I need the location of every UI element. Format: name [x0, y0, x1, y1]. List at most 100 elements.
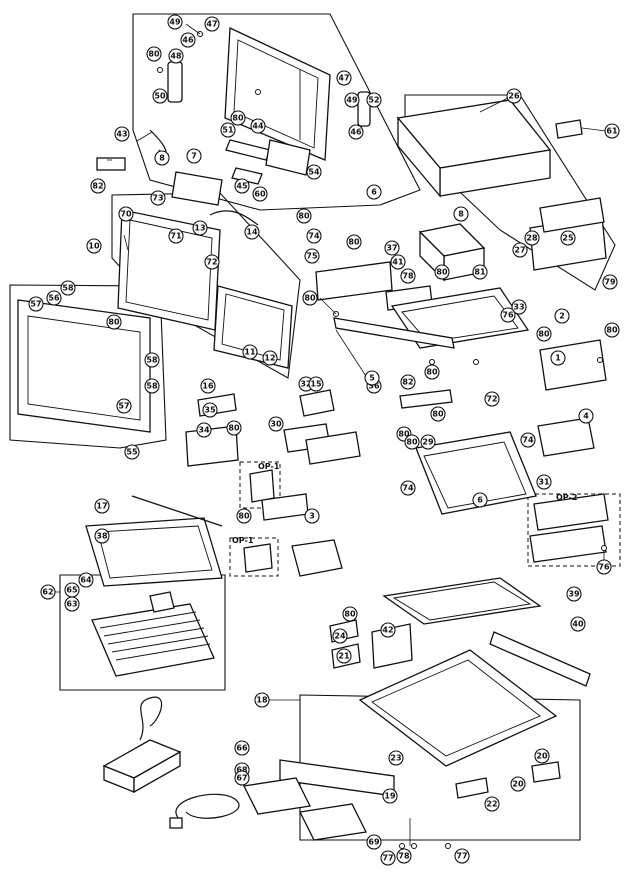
callout-circle [204, 16, 220, 32]
label-82 [96, 157, 126, 171]
part-20b [531, 761, 561, 783]
callout-71: 71 [168, 228, 184, 244]
callout-circle [400, 374, 416, 390]
callout-number: 80 [148, 50, 160, 59]
parts [17, 27, 609, 841]
op2-box [527, 493, 621, 567]
callout-58: 58 [144, 378, 160, 394]
callout-number: 80 [238, 512, 250, 521]
lcd-rear-cover [224, 27, 331, 161]
callout-number: 77 [382, 854, 393, 863]
callout-78: 78 [396, 848, 412, 864]
callout-circle [168, 228, 184, 244]
callout-number: 72 [206, 258, 217, 267]
callout-number: 41 [392, 258, 404, 267]
callout-number: 68 [236, 766, 248, 775]
callout-number: 66 [236, 744, 248, 753]
callout-circle [167, 14, 183, 30]
callout-number: 76 [598, 563, 610, 572]
callout-48: 48 [168, 48, 184, 64]
callout-40: 40 [570, 616, 586, 632]
callout-22: 22 [484, 796, 500, 812]
callout-number: 57 [118, 402, 129, 411]
callout-circle [154, 150, 170, 166]
callout-69: 69 [366, 834, 382, 850]
callout-76: 76 [500, 307, 516, 323]
callout-80: 80 [430, 406, 446, 422]
callout-circle [204, 254, 220, 270]
callout-2: 2 [554, 308, 570, 324]
callout-number: 8 [159, 154, 165, 163]
callout-74: 74 [520, 432, 536, 448]
callout-circle [420, 434, 436, 450]
callout-43: 43 [114, 126, 130, 142]
callout-number: 74 [402, 484, 414, 493]
callout-number: 31 [538, 478, 550, 487]
callout-number: 29 [422, 438, 434, 447]
callout-circle [332, 628, 348, 644]
callout-number: 80 [348, 238, 360, 247]
callout-42: 42 [380, 622, 396, 638]
callout-47: 47 [336, 70, 352, 86]
callout-27: 27 [512, 242, 528, 258]
callout-29: 29 [420, 434, 436, 450]
callout-circle [346, 234, 362, 250]
callout-80: 80 [342, 606, 358, 622]
callout-49: 49 [167, 14, 183, 30]
callout-80: 80 [106, 314, 122, 330]
callout-number: 37 [386, 244, 397, 253]
callout-number: 24 [334, 632, 346, 641]
bracket-51 [225, 139, 271, 161]
callout-circle [46, 290, 62, 306]
callout-number: 42 [382, 626, 393, 635]
callout-circle [484, 796, 500, 812]
callout-circle [254, 692, 270, 708]
callout-circle [524, 230, 540, 246]
callout-number: 48 [170, 52, 182, 61]
callout-number: 57 [30, 300, 41, 309]
op1b-board [243, 543, 273, 573]
callout-17: 17 [94, 498, 110, 514]
module-4 [537, 417, 595, 457]
callout-8: 8 [154, 150, 170, 166]
callout-80: 80 [434, 264, 450, 280]
callout-circle [234, 770, 250, 786]
callout-number: 64 [80, 576, 92, 585]
callout-number: 21 [338, 652, 350, 661]
callout-circle [536, 474, 552, 490]
callout-circle [500, 307, 516, 323]
callout-circle [116, 398, 132, 414]
hinge-left [167, 61, 183, 103]
callout-circle [472, 492, 488, 508]
callout-number: 71 [170, 232, 182, 241]
callout-circle [234, 178, 250, 194]
callout-80: 80 [346, 234, 362, 250]
callout-circle [244, 224, 260, 240]
callout-circle [396, 848, 412, 864]
callout-circle [168, 48, 184, 64]
callout-number: 44 [252, 122, 264, 131]
part-64 [149, 591, 175, 613]
callout-11: 11 [242, 344, 258, 360]
callout-45: 45 [234, 178, 250, 194]
plate-82 [399, 389, 453, 409]
callout-number: 78 [398, 852, 410, 861]
callout-number: 3 [309, 512, 315, 521]
callout-number: 26 [508, 92, 520, 101]
callout-circle [296, 208, 312, 224]
callout-80: 80 [424, 364, 440, 380]
cable-14 [209, 210, 259, 226]
callout-56: 56 [46, 290, 62, 306]
callout-7: 7 [186, 148, 202, 164]
drive-board-25 [539, 197, 605, 233]
base-chassis [358, 649, 558, 767]
backlight-panel [213, 285, 293, 369]
connector-61 [555, 119, 583, 139]
callout-number: 1 [555, 354, 561, 363]
callout-circle [144, 352, 160, 368]
callout-14: 14 [244, 224, 260, 240]
callout-circle [454, 848, 470, 864]
callout-number: 30 [270, 420, 282, 429]
op1-box [239, 461, 281, 509]
